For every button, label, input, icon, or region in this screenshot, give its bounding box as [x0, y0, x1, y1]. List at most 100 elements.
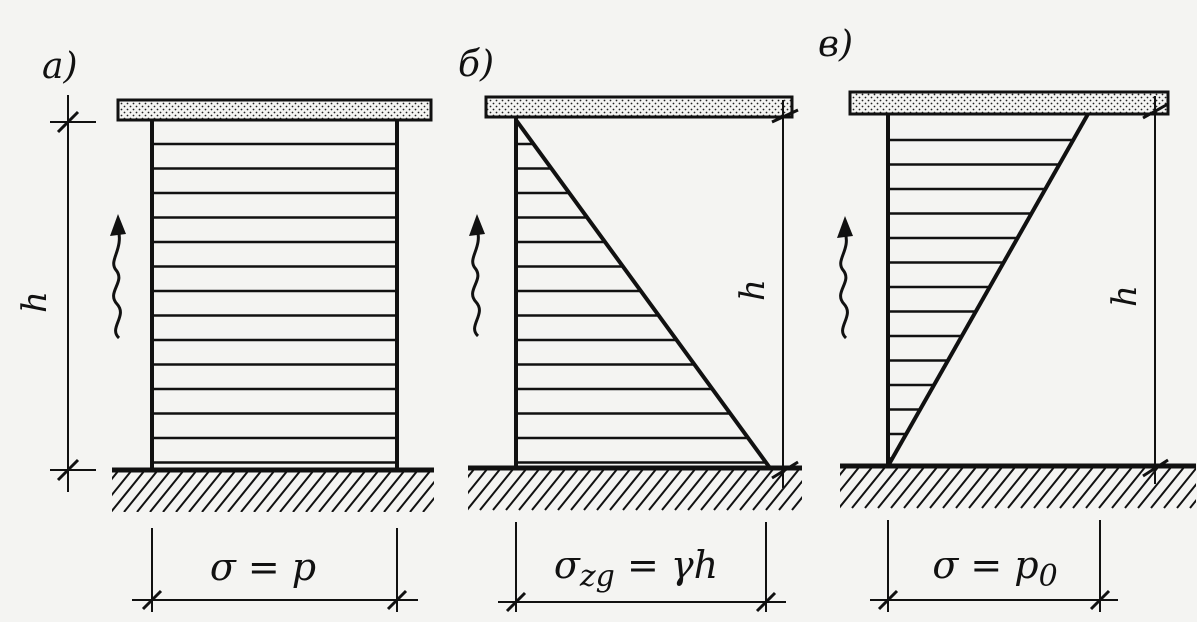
panel-c-stress-hatching [888, 138, 1074, 460]
panel-a-upward-flow-arrow-icon [110, 214, 126, 340]
ground-hatch-stroke [1111, 468, 1146, 509]
ground-hatch-stroke [890, 468, 925, 509]
panel-b: б) h σzg = γh [428, 44, 802, 613]
panel-b-upward-flow-arrow-icon [469, 214, 485, 338]
ground-hatch-stroke [422, 496, 434, 512]
ground-hatch-stroke [344, 470, 380, 512]
ground-hatch-stroke [674, 470, 709, 511]
ground-hatch-stroke [136, 470, 172, 512]
ground-hatch-stroke [240, 470, 276, 512]
ground-hatch-stroke [726, 470, 761, 511]
panel-a-letter: а) [42, 46, 78, 87]
ground-hatch-stroke [227, 470, 263, 512]
ground-hatch-stroke [175, 470, 211, 512]
panel-a-top-layer [116, 98, 433, 122]
panel-c-letter: в) [818, 24, 853, 65]
ground-hatch-stroke [383, 470, 419, 512]
ground-hatch-stroke [661, 470, 696, 511]
ground-hatch-stroke [687, 470, 722, 511]
ground-hatch-stroke [791, 496, 802, 511]
ground-hatch-stroke [544, 470, 579, 511]
ground-hatch-stroke [1085, 468, 1120, 509]
panel-a-stress-hatching [152, 142, 397, 464]
ground-hatch-stroke [1163, 468, 1196, 509]
panel-a-ground-hatch [72, 470, 434, 512]
panel-c-top-layer [848, 90, 1170, 116]
ground-hatch-stroke [994, 468, 1029, 509]
ground-hatch-stroke [1176, 482, 1196, 509]
ground-hatch-stroke [370, 470, 406, 512]
ground-hatch-stroke [765, 470, 800, 511]
panel-c-upward-flow-arrow-icon [837, 216, 853, 340]
ground-hatch-stroke [557, 470, 592, 511]
ground-hatch-stroke [1098, 468, 1133, 509]
panel-a-stress-formula: σ = p [210, 545, 316, 589]
panel-c-ground-hatch [800, 466, 1196, 509]
ground-hatch-stroke [864, 468, 899, 509]
ground-hatch-stroke [1150, 468, 1185, 509]
panel-b-stress-formula: σzg = γh [554, 543, 718, 594]
panel-c-height-dimension [1142, 96, 1169, 484]
ground-hatch-stroke [149, 470, 185, 512]
ground-hatch-stroke [1137, 468, 1172, 509]
ground-hatch-stroke [409, 480, 434, 512]
ground-hatch-stroke [396, 470, 432, 512]
ground-hatch-stroke [162, 470, 198, 512]
ground-hatch-stroke [1059, 468, 1094, 509]
ground-hatch-stroke [570, 470, 605, 511]
ground-hatch-stroke [1020, 468, 1055, 509]
ground-hatch-stroke [292, 470, 328, 512]
ground-hatch-stroke [531, 470, 566, 511]
ground-hatch-stroke [266, 470, 302, 512]
ground-hatch-stroke [468, 470, 501, 511]
ground-hatch-stroke [596, 470, 631, 511]
ground-hatch-stroke [1072, 468, 1107, 509]
ground-hatch-stroke [428, 468, 462, 510]
ground-hatch-stroke [1033, 468, 1068, 509]
ground-hatch-stroke [1189, 498, 1196, 509]
ground-hatch-stroke [778, 479, 802, 511]
ground-hatch-stroke [357, 470, 393, 512]
ground-hatch-stroke [253, 470, 289, 512]
ground-hatch-stroke [72, 470, 106, 512]
panel-c-stress-formula: σ = p0 [932, 543, 1057, 594]
panel-b-height-dimension [771, 100, 799, 488]
ground-hatch-stroke [713, 470, 748, 511]
ground-hatch-stroke [112, 470, 133, 497]
ground-hatch-stroke [916, 468, 951, 509]
panel-b-top-layer [484, 95, 794, 119]
panel-c-stress-boundary [886, 113, 1090, 467]
ground-hatch-stroke [468, 470, 475, 479]
ground-hatch-stroke [942, 468, 977, 509]
ground-hatch-stroke [468, 470, 488, 495]
ground-hatch-stroke [201, 470, 237, 512]
ground-hatch-stroke [518, 470, 553, 511]
ground-hatch-stroke [752, 470, 787, 511]
ground-hatch-stroke [739, 470, 774, 511]
ground-hatch-stroke [622, 470, 657, 511]
panel-b-letter: б) [458, 44, 494, 85]
ground-hatch-stroke [929, 468, 964, 509]
ground-hatch-stroke [1007, 468, 1042, 509]
ground-hatch-stroke [877, 468, 912, 509]
ground-hatch-stroke [840, 468, 860, 493]
ground-hatch-stroke [479, 470, 514, 511]
ground-hatch-stroke [112, 470, 120, 481]
ground-hatch-stroke [840, 468, 873, 509]
ground-hatch-stroke [800, 466, 834, 508]
ground-hatch-stroke [123, 470, 159, 512]
ground-hatch-stroke [492, 470, 527, 511]
panel-b-stress-boundary [514, 118, 772, 470]
ground-hatch-stroke [1124, 468, 1159, 509]
panel-b-ground-hatch [428, 468, 802, 511]
panel-a-height-label: h [15, 291, 55, 313]
ground-hatch-stroke [305, 470, 341, 512]
ground-hatch-stroke [188, 470, 224, 512]
ground-hatch-stroke [903, 468, 938, 509]
ground-hatch-stroke [1046, 468, 1081, 509]
ground-hatch-stroke [840, 468, 847, 477]
ground-hatch-stroke [851, 468, 886, 509]
ground-hatch-stroke [609, 470, 644, 511]
